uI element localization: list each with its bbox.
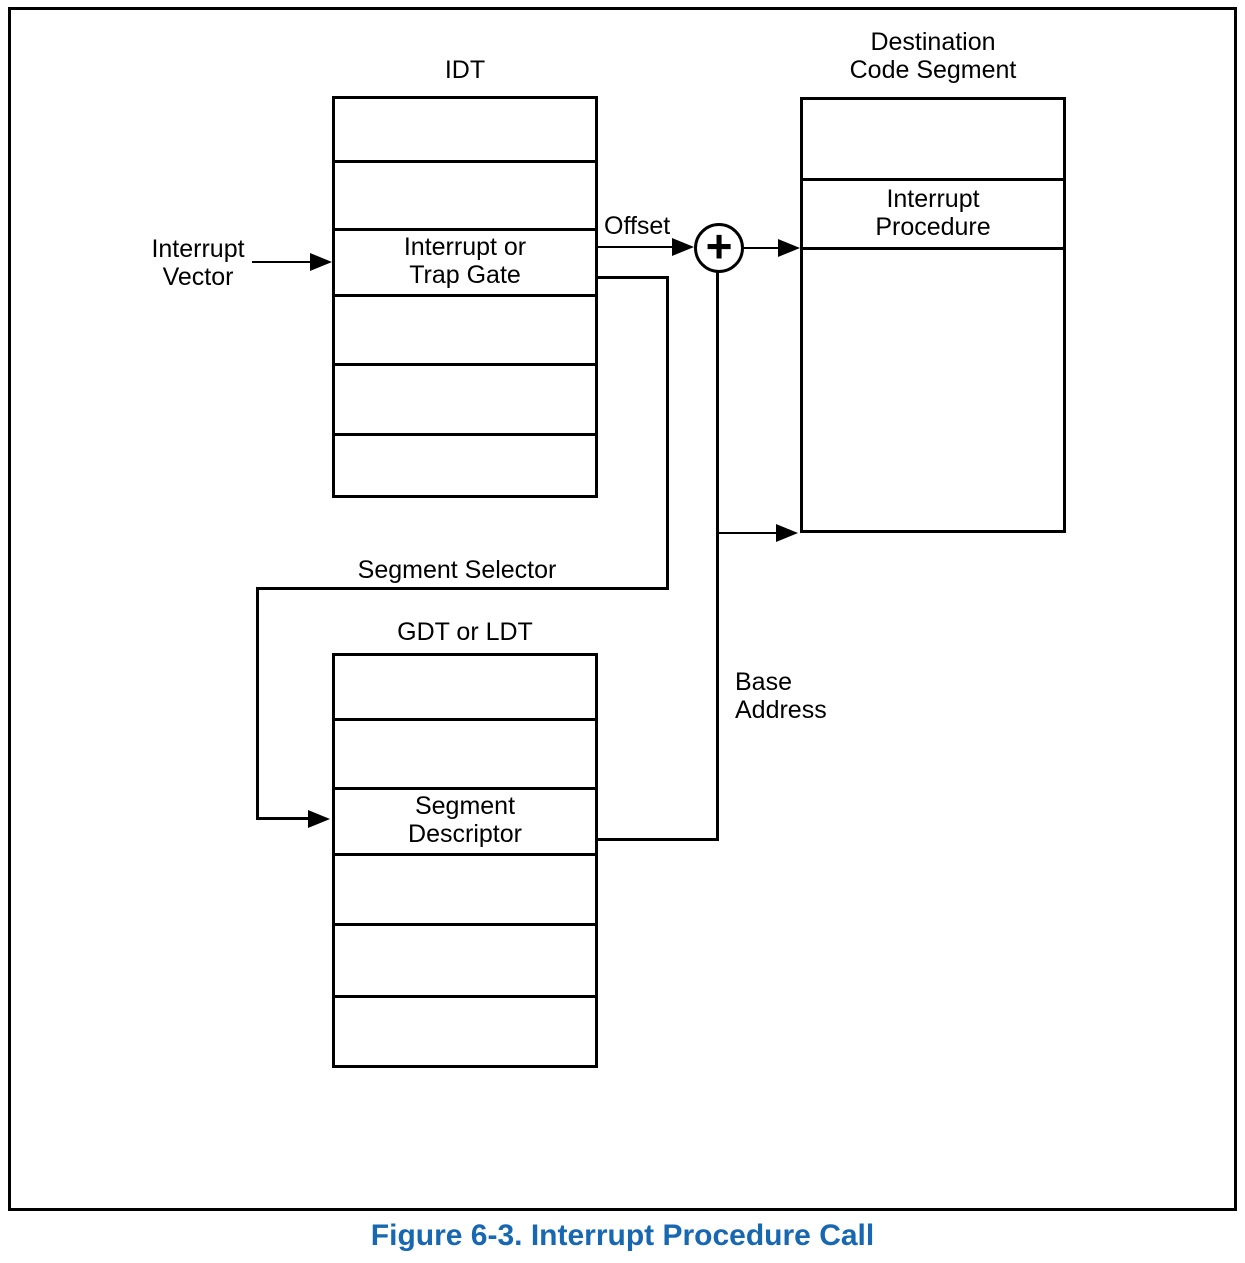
segment-selector-path-v2: [256, 587, 259, 820]
idt-row-divider: [335, 160, 595, 163]
idt-title: IDT: [444, 56, 486, 84]
adder-plus-circle: +: [694, 223, 744, 273]
base-address-arrow-shaft: [718, 532, 778, 534]
plus-icon: +: [705, 220, 733, 272]
idt-gate-row: Interrupt or Trap Gate: [335, 228, 595, 294]
segment-selector-label: Segment Selector: [357, 556, 557, 584]
segment-descriptor-line1: Segment: [414, 792, 516, 820]
destination-title-line1: Destination: [870, 28, 996, 56]
gdt-row-divider: [335, 853, 595, 856]
interrupt-vector-arrowhead: [310, 253, 332, 271]
destination-code-segment-table: Interrupt Procedure: [800, 97, 1066, 533]
offset-arrowhead: [672, 238, 694, 256]
base-address-label-line1: Base: [735, 668, 792, 696]
interrupt-vector-label-line2: Vector: [162, 263, 234, 291]
gdt-row-divider: [335, 995, 595, 998]
idt-row-divider: [335, 294, 595, 297]
idt-row-divider: [335, 228, 595, 231]
segment-selector-path-h2: [256, 587, 669, 590]
base-address-label: Base Address: [735, 668, 827, 724]
segment-selector-arrow-shaft: [256, 817, 310, 820]
interrupt-vector-label-line1: Interrupt: [151, 235, 245, 263]
adder-to-destination-arrowhead: [778, 239, 800, 257]
idt-gate-label-line2: Trap Gate: [409, 261, 521, 289]
interrupt-procedure-line2: Procedure: [875, 212, 991, 241]
segment-selector-arrowhead: [308, 810, 330, 828]
segment-selector-path-v1: [666, 276, 669, 590]
segment-descriptor-row: Segment Descriptor: [335, 787, 595, 853]
destination-title: Destination Code Segment: [800, 28, 1066, 84]
interrupt-vector-label: Interrupt Vector: [128, 235, 268, 291]
idt-row-divider: [335, 363, 595, 366]
figure-caption: Figure 6-3. Interrupt Procedure Call: [370, 1219, 875, 1252]
interrupt-procedure-row: Interrupt Procedure: [803, 178, 1063, 247]
gdt-table: Segment Descriptor: [332, 653, 598, 1068]
base-address-path-v: [716, 271, 719, 841]
base-address-label-line2: Address: [735, 696, 827, 724]
gdt-title: GDT or LDT: [397, 618, 533, 646]
destination-title-line2: Code Segment: [849, 56, 1017, 84]
interrupt-vector-arrow-shaft: [252, 261, 314, 263]
segment-selector-path-h1: [597, 276, 669, 279]
idt-table: Interrupt or Trap Gate: [332, 96, 598, 498]
idt-row-divider: [335, 433, 595, 436]
gdt-row-divider: [335, 923, 595, 926]
segment-descriptor-line2: Descriptor: [408, 820, 522, 848]
base-address-path-h: [597, 838, 719, 841]
offset-label: Offset: [604, 212, 671, 240]
gdt-row-divider: [335, 718, 595, 721]
gdt-row-divider: [335, 787, 595, 790]
offset-arrow-shaft: [597, 246, 676, 248]
adder-to-destination-arrow-shaft: [744, 247, 780, 249]
base-address-arrowhead: [776, 524, 798, 542]
idt-gate-label-line1: Interrupt or: [403, 233, 527, 261]
interrupt-procedure-line1: Interrupt: [886, 184, 980, 213]
destination-row-divider: [803, 178, 1063, 181]
destination-row-divider: [803, 247, 1063, 250]
